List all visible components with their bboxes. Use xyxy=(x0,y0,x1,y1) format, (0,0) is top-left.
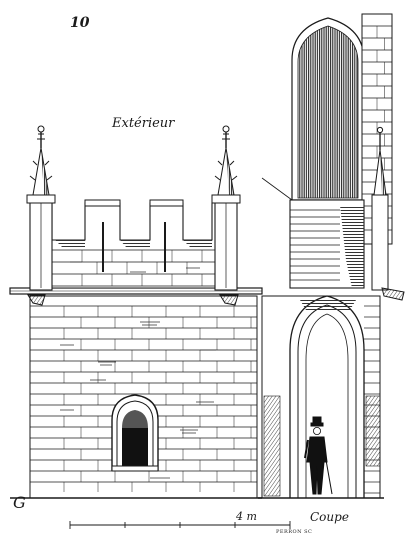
pointed-window xyxy=(111,394,159,472)
right-pinnacle xyxy=(211,125,241,306)
stone-texture xyxy=(60,261,216,479)
section-parapet xyxy=(289,199,365,289)
scale-label: 4 m xyxy=(236,510,257,523)
exterior-elevation xyxy=(9,125,263,499)
scale-bar xyxy=(69,521,291,529)
left-pinnacle xyxy=(26,125,56,306)
section-view-label: Coupe xyxy=(310,510,349,524)
plate-number: 10 xyxy=(70,15,90,31)
masonry-wall xyxy=(30,305,257,492)
section-pinnacle xyxy=(371,126,405,301)
engraver-signature: PERRON SC xyxy=(276,529,313,535)
section-view xyxy=(258,13,405,499)
scale-figure xyxy=(304,416,333,495)
crenellated-parapet xyxy=(31,199,237,289)
exterior-view-label: Extérieur xyxy=(112,116,175,131)
monogram: G xyxy=(13,493,26,512)
section-guide-line xyxy=(261,177,293,201)
